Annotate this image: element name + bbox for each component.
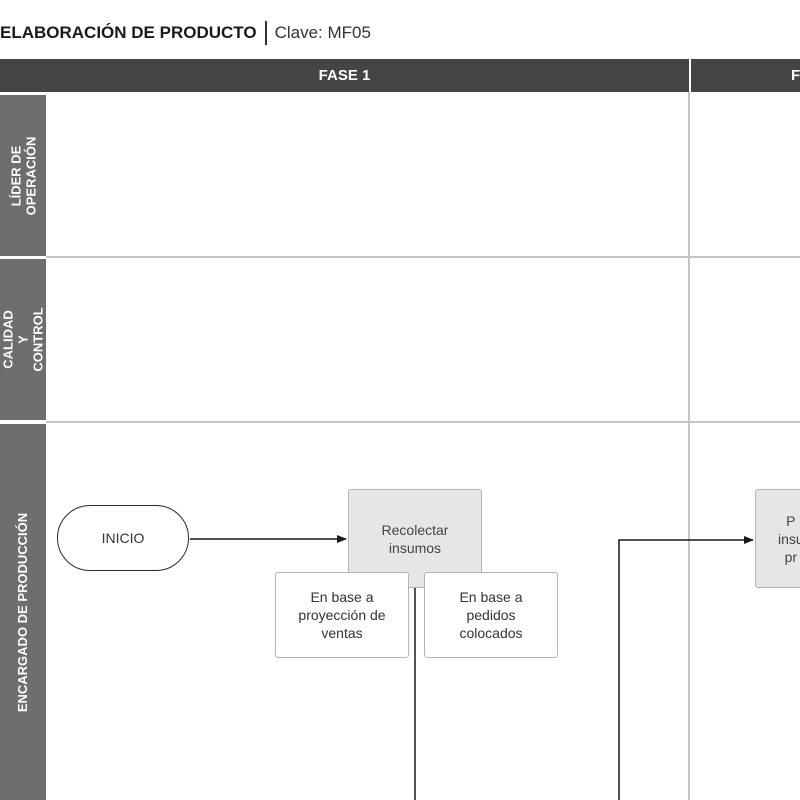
phase-header-2: F — [691, 59, 800, 92]
phase-divider — [688, 92, 690, 800]
lane-label-text: LÍDER DE OPERACIÓN — [8, 136, 38, 215]
process-recolectar-insumos: Recolectar insumos — [348, 489, 482, 588]
lane-divider — [46, 421, 800, 423]
process-label: Recolectar insumos — [381, 521, 449, 556]
title-separator — [264, 21, 267, 45]
phase-header-1: FASE 1 — [0, 59, 689, 92]
start-terminator: INICIO — [57, 505, 189, 571]
lane-label-encargado-produccion: ENCARGADO DE PRODUCCIÓN — [0, 424, 46, 800]
diagram-code: Clave: MF05 — [274, 23, 371, 42]
process-next: P insu pr — [755, 489, 800, 588]
note-proyeccion-ventas: En base a proyección de ventas — [275, 572, 409, 658]
lane-label-text: ENCARGADO DE PRODUCCIÓN — [15, 512, 31, 712]
note-label: En base a proyección de ventas — [298, 589, 386, 641]
note-label: En base a pedidos colocados — [459, 589, 523, 641]
diagram-title-bar: ELABORACIÓN DE PRODUCTO Clave: MF05 — [0, 18, 371, 48]
note-pedidos-colocados: En base a pedidos colocados — [424, 572, 558, 658]
lane-label-calidad-control: CALIDAD Y CONTROL — [0, 259, 46, 420]
lane-label-text: CALIDAD Y CONTROL — [0, 307, 46, 372]
lane-label-lider-operacion: LÍDER DE OPERACIÓN — [0, 95, 46, 256]
diagram-title: ELABORACIÓN DE PRODUCTO — [0, 23, 257, 42]
lane-divider — [46, 256, 800, 258]
arrow-to-next-process — [618, 536, 754, 800]
process-label: P insu pr — [778, 512, 800, 565]
